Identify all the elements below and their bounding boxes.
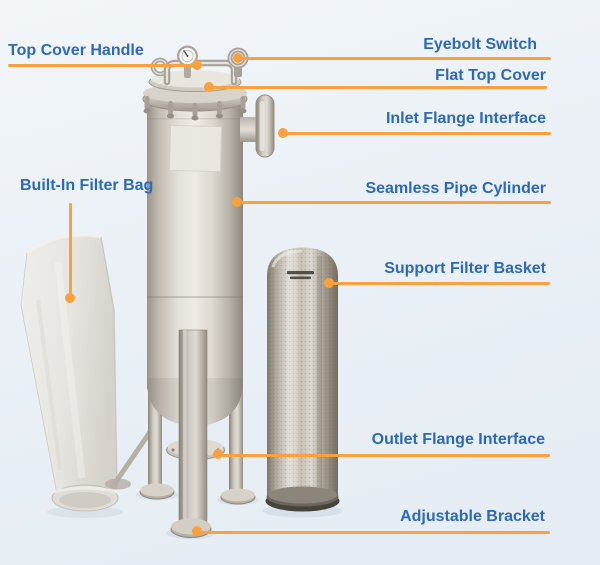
leader-dot-seamless-pipe-cylinder xyxy=(232,197,242,207)
label-built-in-filter-bag: Built-In Filter Bag xyxy=(20,177,154,194)
inlet-flange xyxy=(240,94,275,158)
leader-line-seamless-pipe-cylinder xyxy=(241,201,551,204)
leader-dot-eyebolt-switch xyxy=(233,53,243,63)
front-leg xyxy=(170,329,212,538)
leader-dot-outlet-flange-interface xyxy=(213,449,223,459)
leader-dot-top-cover-handle xyxy=(192,60,202,70)
leader-line-support-filter-basket xyxy=(333,282,550,285)
clamp-collar xyxy=(142,83,248,121)
label-support-filter-basket: Support Filter Basket xyxy=(384,260,546,277)
basket-stamp xyxy=(287,271,314,280)
label-adjustable-bracket: Adjustable Bracket xyxy=(400,508,545,525)
filter-bag-collar xyxy=(51,484,119,512)
leader-line-built-in-filter-bag xyxy=(69,203,72,294)
nameplate xyxy=(168,124,223,173)
leader-line-flat-top-cover xyxy=(213,86,547,89)
filter-housing-vessel xyxy=(105,45,275,539)
label-outlet-flange-interface: Outlet Flange Interface xyxy=(371,431,545,448)
leader-line-inlet-flange-interface xyxy=(287,132,551,135)
label-inlet-flange-interface: Inlet Flange Interface xyxy=(385,110,546,127)
leader-line-eyebolt-switch xyxy=(242,57,551,60)
leader-line-outlet-flange-interface xyxy=(222,454,550,457)
support-filter-basket xyxy=(262,247,343,518)
leader-dot-built-in-filter-bag xyxy=(65,293,75,303)
leader-dot-inlet-flange-interface xyxy=(278,128,288,138)
filter-bag xyxy=(20,233,123,518)
leader-line-adjustable-bracket xyxy=(201,531,550,534)
label-eyebolt-switch: Eyebolt Switch xyxy=(423,36,537,53)
label-seamless-pipe-cylinder: Seamless Pipe Cylinder xyxy=(365,180,546,197)
label-flat-top-cover: Flat Top Cover xyxy=(435,67,546,84)
leader-dot-adjustable-bracket xyxy=(192,526,202,536)
label-top-cover-handle: Top Cover Handle xyxy=(8,42,144,59)
leader-line-top-cover-handle xyxy=(8,64,194,67)
leader-dot-support-filter-basket xyxy=(324,278,334,288)
leader-dot-flat-top-cover xyxy=(204,82,214,92)
